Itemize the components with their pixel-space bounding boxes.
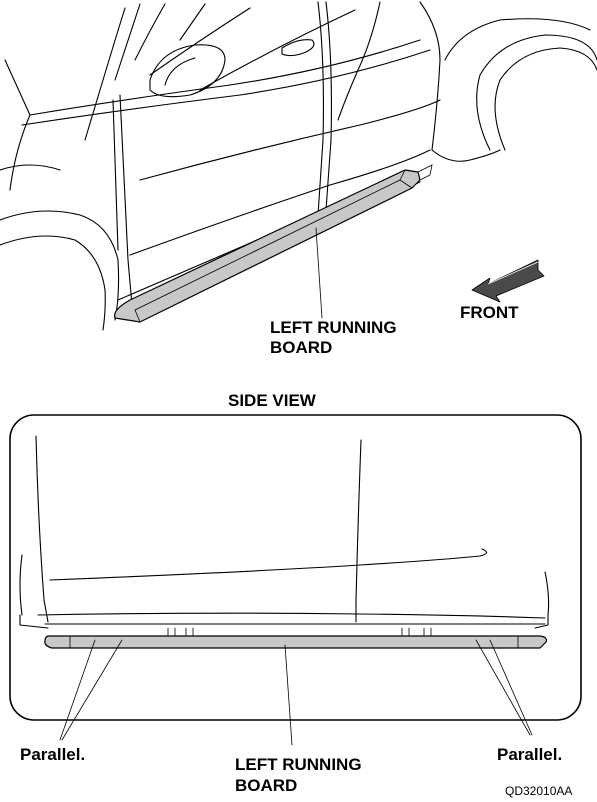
label-side-view: SIDE VIEW	[228, 391, 317, 410]
callout-leaders	[59, 639, 533, 746]
vehicle-side-view	[19, 435, 550, 637]
label-parallel-left: Parallel.	[20, 745, 85, 764]
side-view-frame	[9, 414, 582, 721]
label-front: FRONT	[460, 303, 519, 322]
front-arrow-icon	[471, 259, 545, 303]
label-left-running-board-top-1: LEFT RUNNING	[270, 318, 397, 337]
label-left-running-board-bottom-1: LEFT RUNNING	[235, 755, 362, 774]
label-parallel-right: Parallel.	[497, 745, 562, 764]
vehicle-perspective-view	[0, 1, 597, 331]
label-left-running-board-top-2: BOARD	[270, 338, 332, 357]
figure-code: QD32010AA	[505, 784, 572, 798]
label-left-running-board-bottom-2: BOARD	[235, 776, 297, 795]
running-board-side	[44, 635, 547, 649]
